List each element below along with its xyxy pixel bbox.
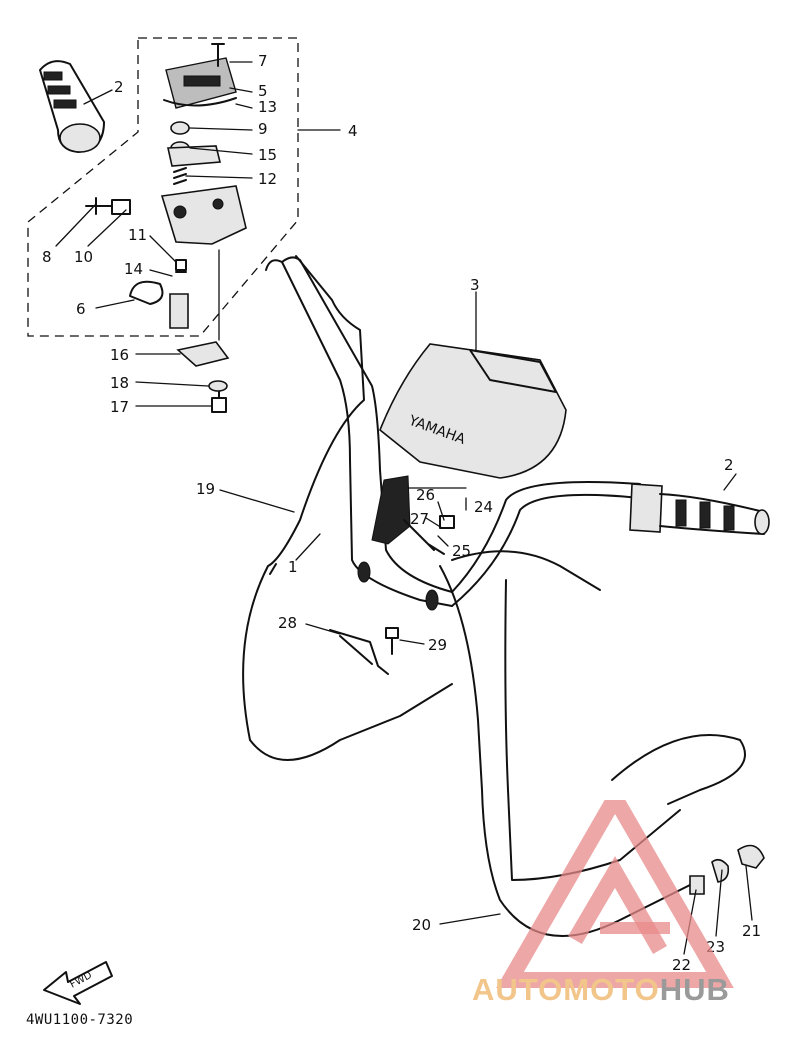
left-grip (39, 60, 105, 153)
watermark-text: AUTOMOTOHUB (472, 972, 730, 1008)
callout: 7 (258, 52, 268, 70)
lever-holder (329, 475, 455, 675)
callout: 25 (452, 542, 471, 560)
leader-lines (55, 61, 753, 955)
callout: 18 (110, 374, 129, 392)
callout: 15 (258, 146, 277, 164)
fwd-badge: FWD (43, 961, 113, 1005)
callout: 11 (128, 226, 147, 244)
callout: 17 (110, 398, 129, 416)
callout: 10 (74, 248, 93, 266)
cables (242, 255, 746, 937)
callout: 20 (412, 916, 431, 934)
callout: 8 (42, 248, 52, 266)
right-grip (629, 483, 770, 535)
callout: 16 (110, 346, 129, 364)
callout: 2 (724, 456, 734, 474)
cable-adjuster-parts (689, 844, 765, 895)
callout: 3 (470, 276, 480, 294)
callout: 6 (76, 300, 86, 318)
callout: 27 (410, 510, 429, 528)
callout-numbers: 2 2 3 4 5 6 7 8 9 10 11 12 13 14 15 16 1… (42, 52, 761, 974)
handlebar (265, 256, 641, 611)
watermark-text-part1: AUTOMOTO (472, 972, 660, 1007)
callout: 22 (672, 956, 691, 974)
handlebar-cover: YAMAHA (379, 343, 567, 479)
callout: 19 (196, 480, 215, 498)
callout: 1 (288, 558, 298, 576)
watermark-text-part2: HUB (659, 972, 730, 1007)
callout: 29 (428, 636, 447, 654)
callout: 24 (474, 498, 493, 516)
throttle-housing (85, 43, 247, 413)
callout: 21 (742, 922, 761, 940)
callout: 9 (258, 120, 268, 138)
callout: 12 (258, 170, 277, 188)
callout: 13 (258, 98, 277, 116)
watermark-logo (496, 800, 734, 988)
callout: 5 (258, 82, 268, 100)
callout: 26 (416, 486, 435, 504)
callout: 14 (124, 260, 143, 278)
callout: 2 (114, 78, 124, 96)
callout: 4 (348, 122, 358, 140)
callout: 28 (278, 614, 297, 632)
diagram-code: 4WU1100-7320 (26, 1012, 134, 1028)
